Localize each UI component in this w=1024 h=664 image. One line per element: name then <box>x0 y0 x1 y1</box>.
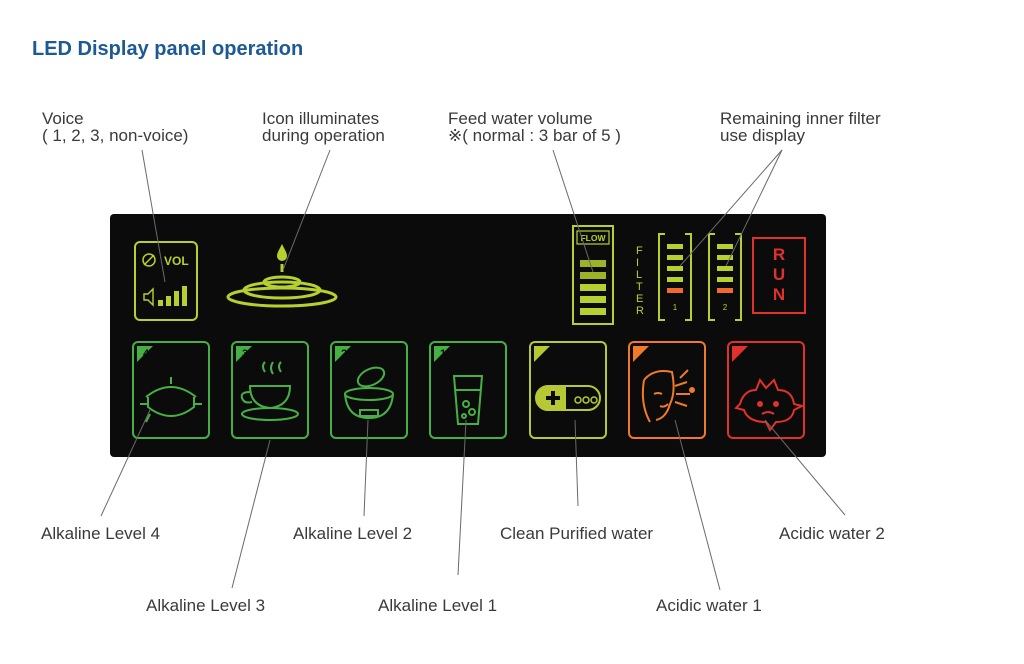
filter-bar <box>717 277 733 282</box>
alkaline-level-2-label: Alkaline Level 2 <box>293 524 413 543</box>
filter-callout: Remaining inner filter use display <box>720 110 881 144</box>
flow-bar <box>580 284 606 291</box>
mode-buttons: 4 3 <box>132 341 805 439</box>
germ-icon <box>734 377 805 432</box>
page-title: LED Display panel operation <box>32 38 304 60</box>
vol-label: VOL <box>164 254 189 268</box>
filter-meter-2: 2 <box>708 233 742 321</box>
flow-label: FLOW <box>580 233 606 243</box>
flow-indicator: FLOW <box>572 225 614 325</box>
face-splash-icon <box>641 369 695 423</box>
mute-icon <box>142 253 156 267</box>
icon-callout-line2: during operation <box>262 126 385 145</box>
filter-1-bars <box>667 244 683 293</box>
flow-bars <box>580 260 606 315</box>
filter-bar <box>667 266 683 271</box>
flow-bar <box>580 296 606 303</box>
feed-water-callout-line2: ※( normal : 3 bar of 5 ) <box>448 126 621 145</box>
operation-drop-icon <box>226 244 338 308</box>
alkaline-level-3-button[interactable]: 3 <box>231 341 309 439</box>
alkaline-level-2-badge: 2 <box>341 348 347 360</box>
acidic-water-2-label: Acidic water 2 <box>779 524 885 543</box>
filter-callout-line2: use display <box>720 126 806 145</box>
filter-bar <box>717 255 733 260</box>
filter-2-bars <box>717 244 733 293</box>
alkaline-level-2-button[interactable]: 2 <box>330 341 408 439</box>
alkaline-level-3-label: Alkaline Level 3 <box>146 596 266 615</box>
clean-purified-water-button[interactable] <box>529 341 607 439</box>
filter-bar <box>667 255 683 260</box>
flow-bar <box>580 308 606 315</box>
bowl-icon <box>344 366 394 420</box>
alkaline-level-4-badge: 4 <box>143 348 150 360</box>
acidic-water-2-button[interactable] <box>727 341 805 439</box>
flow-bar <box>580 272 606 279</box>
clean-purified-water-label: Clean Purified water <box>500 524 654 543</box>
alkaline-level-3-leader <box>231 439 271 589</box>
filter-1-id: 1 <box>673 303 678 312</box>
filter-bar <box>667 244 683 249</box>
alkaline-level-4-button[interactable]: 4 <box>132 341 210 439</box>
feed-water-callout: Feed water volume ※( normal : 3 bar of 5… <box>448 110 621 144</box>
icon-callout-line1: Icon illuminates <box>262 109 380 128</box>
volume-bars <box>158 286 187 306</box>
volume-control[interactable]: VOL <box>134 241 198 321</box>
speaker-icon <box>143 287 154 307</box>
filter-cartridge-icon <box>535 385 601 411</box>
alkaline-level-4-label: Alkaline Level 4 <box>41 524 161 543</box>
feed-water-callout-line1: Feed water volume <box>448 109 593 128</box>
filter-callout-line1: Remaining inner filter <box>720 109 881 128</box>
voice-callout-line1: Voice <box>42 109 84 128</box>
pot-icon <box>140 377 202 423</box>
filter-bar <box>717 244 733 249</box>
acidic-water-1-label: Acidic water 1 <box>656 596 762 615</box>
alkaline-level-1-label: Alkaline Level 1 <box>378 596 498 615</box>
filter-bar <box>667 288 683 293</box>
flow-bar <box>580 260 606 267</box>
voice-callout-line2: ( 1, 2, 3, non-voice) <box>42 126 189 145</box>
voice-callout: Voice ( 1, 2, 3, non-voice) <box>42 110 188 144</box>
cup-icon <box>240 361 299 421</box>
glass-icon <box>452 375 484 425</box>
icon-callout: Icon illuminates during operation <box>262 110 385 144</box>
alkaline-level-1-badge: 1 <box>440 348 446 360</box>
alkaline-level-3-badge: 3 <box>242 348 248 360</box>
filter-bar <box>717 266 733 271</box>
alkaline-level-1-button[interactable]: 1 <box>429 341 507 439</box>
acidic-water-1-button[interactable] <box>628 341 706 439</box>
filter-meter-1: 1 <box>658 233 692 321</box>
filter-bar <box>717 288 733 293</box>
filter-bar <box>667 277 683 282</box>
filter-2-id: 2 <box>723 303 728 312</box>
